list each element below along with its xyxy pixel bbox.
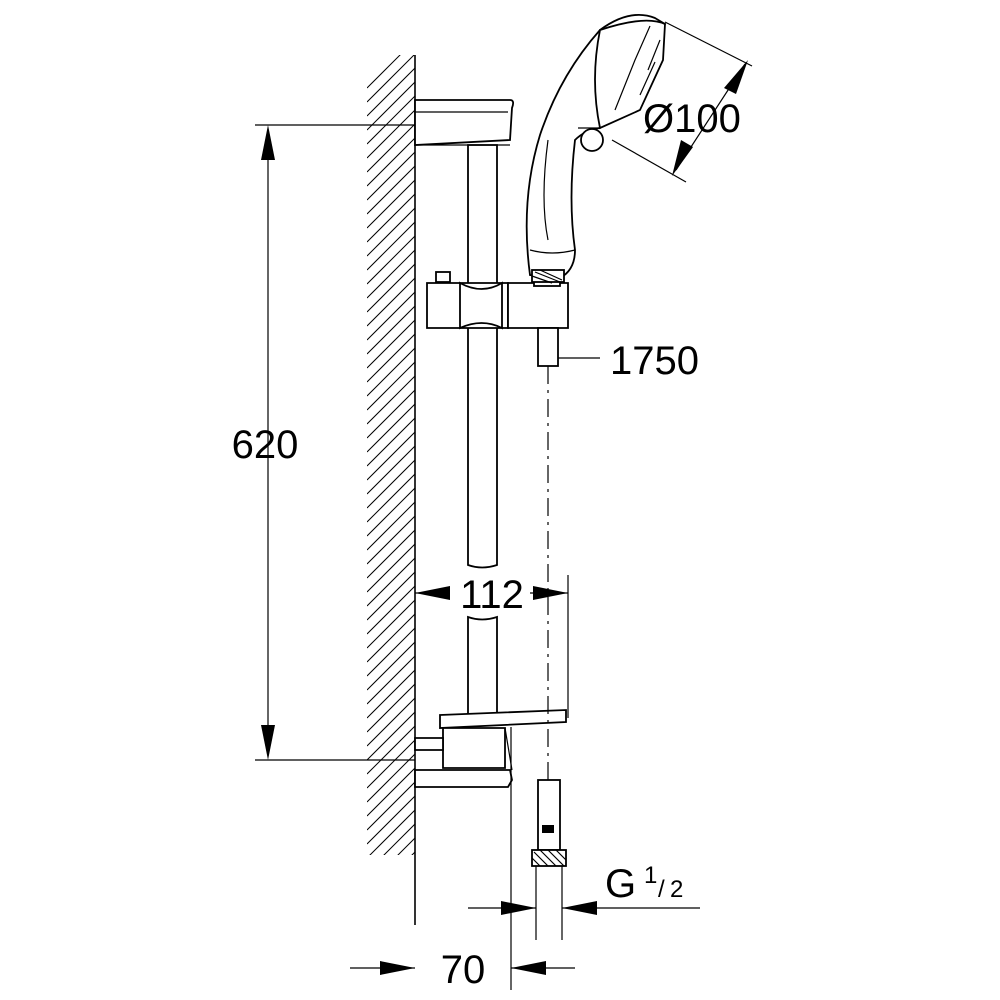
hatch-line <box>367 55 401 89</box>
hatch-line <box>367 179 415 229</box>
hatch-line <box>367 165 415 215</box>
hatch-line <box>367 151 415 201</box>
hatch-line <box>367 403 415 453</box>
hatch-line <box>367 655 415 705</box>
hatch-line <box>367 123 415 173</box>
hatch-line <box>367 193 415 243</box>
hatch-line <box>367 866 415 914</box>
bottom-wall-bracket <box>414 709 567 788</box>
hose-connector <box>531 779 567 940</box>
hand-shower <box>525 14 667 284</box>
hatch-line <box>367 137 415 187</box>
hatch-line <box>367 207 415 257</box>
hatch-line <box>383 823 415 855</box>
dimension-diameter: Ø100 <box>611 21 753 183</box>
dimension-112-label: 112 <box>460 573 524 617</box>
hatch-line <box>367 473 415 523</box>
thread-denominator: 2 <box>670 876 683 903</box>
hatch-line <box>367 417 415 467</box>
hatch-line <box>367 375 415 425</box>
hatch-line <box>367 333 415 383</box>
hatch-line <box>367 487 415 537</box>
hatch-line <box>367 880 415 928</box>
hatch-line <box>367 319 415 369</box>
dimension-diameter-label: Ø100 <box>643 97 741 141</box>
hatch-line <box>369 809 415 855</box>
hatch-line <box>367 543 415 593</box>
hatch-line <box>367 361 415 411</box>
hatch-line <box>367 669 415 719</box>
dimension-620: 620 <box>232 124 415 761</box>
hatch-line <box>367 291 415 341</box>
hatch-line <box>367 501 415 551</box>
hatch-line <box>367 263 415 313</box>
hatch-line <box>367 529 415 579</box>
hatch-line <box>367 389 415 439</box>
hatch-line <box>367 725 415 775</box>
thread-slash: / <box>658 876 665 903</box>
hatch-line <box>367 431 415 481</box>
hatch-line <box>367 515 415 565</box>
dimension-thread: G 1 / 2 <box>468 862 700 915</box>
dimension-620-label: 620 <box>232 423 299 467</box>
hatch-line <box>367 95 415 145</box>
hatch-line <box>367 55 415 103</box>
hatch-line <box>411 851 415 855</box>
hatch-line <box>397 837 415 855</box>
dimension-70: 70 <box>350 727 575 992</box>
hatch-line <box>367 571 415 621</box>
wall-hatching <box>367 55 416 942</box>
hatch-line <box>367 795 415 845</box>
hatch-line <box>367 235 415 285</box>
hatch-line <box>367 767 415 817</box>
hatch-line <box>367 711 415 761</box>
dimension-1750: 1750 <box>558 339 699 383</box>
hatch-line <box>367 305 415 355</box>
hatch-line <box>367 277 415 327</box>
hatch-line <box>367 599 415 649</box>
hatch-line <box>367 641 415 691</box>
hatch-line <box>367 753 415 803</box>
rail-bar <box>467 144 498 716</box>
hatch-line <box>367 221 415 271</box>
hatch-line <box>367 459 415 509</box>
hatch-line <box>367 781 415 831</box>
dimension-70-label: 70 <box>441 948 486 992</box>
top-wall-bracket <box>414 99 515 146</box>
thread-numerator: 1 <box>644 862 657 889</box>
hatch-line <box>367 67 415 117</box>
hatch-line <box>367 445 415 495</box>
hatch-line <box>367 697 415 747</box>
hatch-line <box>367 894 415 942</box>
hatch-line <box>367 109 415 159</box>
hatch-line <box>367 249 415 299</box>
hatch-line <box>367 347 415 397</box>
thread-main-label: G <box>605 862 636 906</box>
hatch-line <box>367 683 415 733</box>
hatch-line <box>367 627 415 677</box>
hatch-line <box>367 585 415 635</box>
hatch-line <box>367 557 415 607</box>
dimension-112: 112 <box>415 573 569 718</box>
hatch-line <box>367 739 415 789</box>
hatch-line <box>367 81 415 131</box>
dimension-1750-label: 1750 <box>610 339 699 383</box>
hatch-line <box>367 613 415 663</box>
